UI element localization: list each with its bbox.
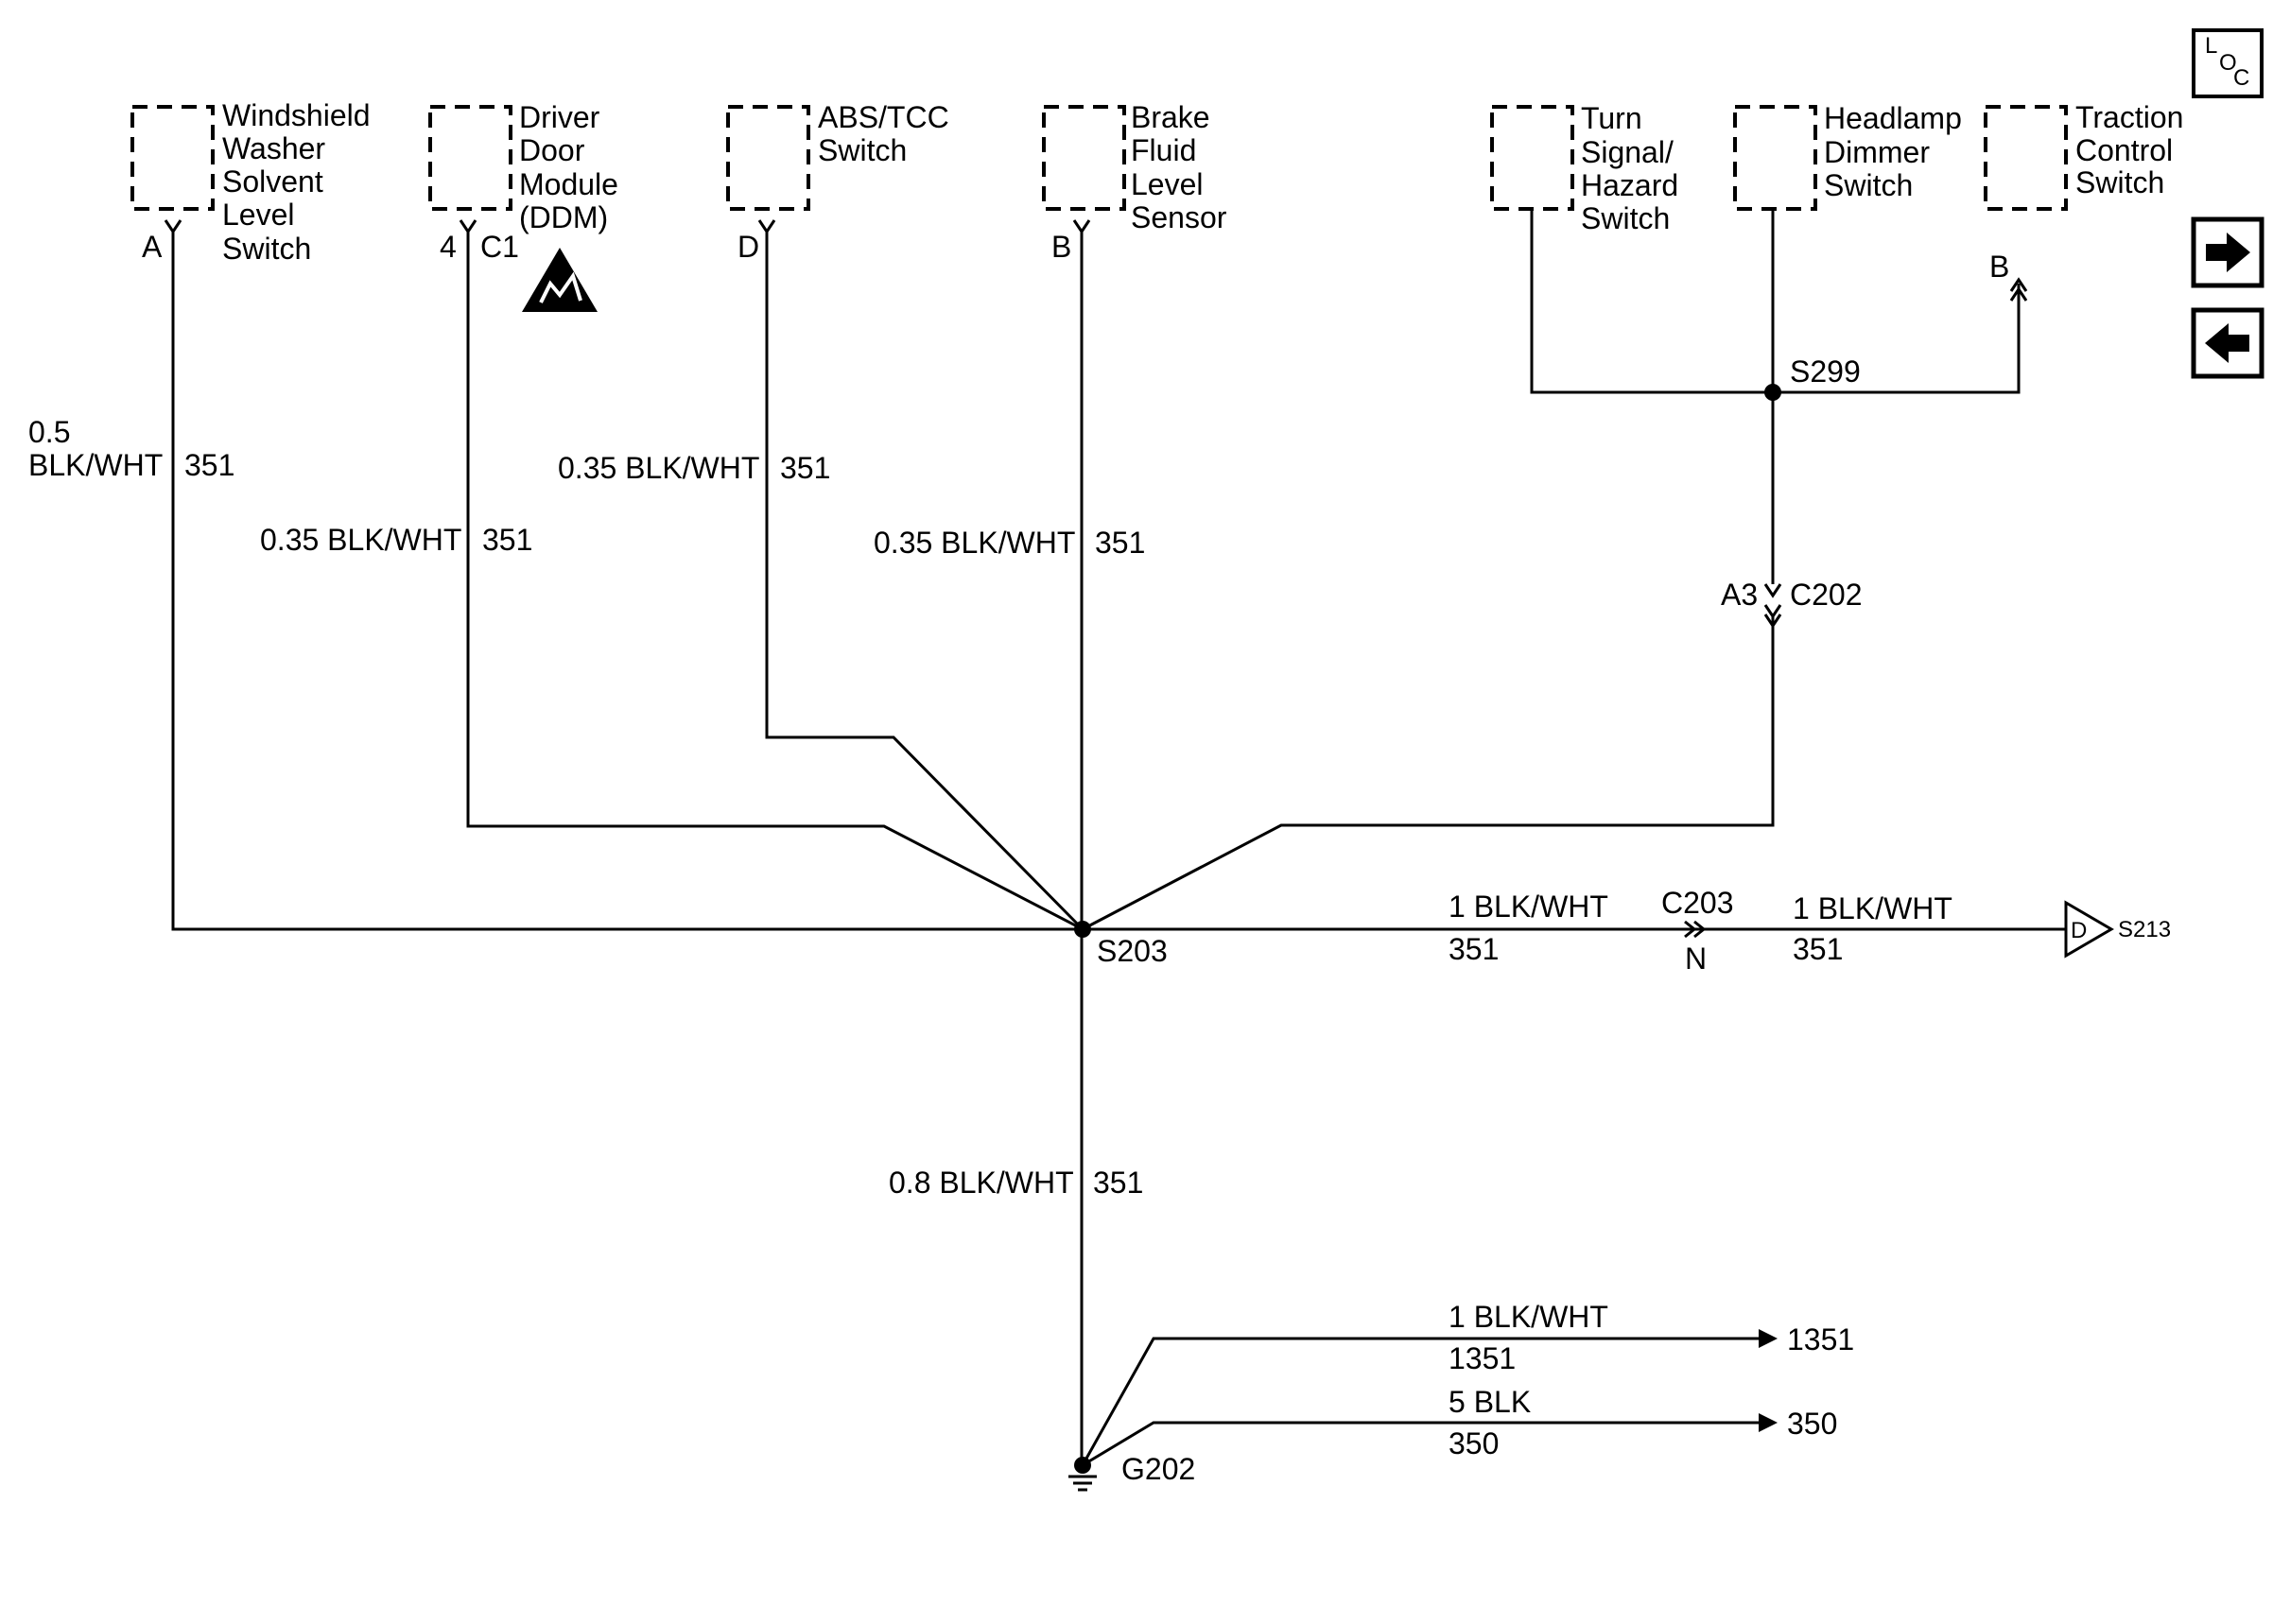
svg-text:(DDM): (DDM) [519,200,608,234]
svg-text:Windshield: Windshield [222,98,371,132]
svg-text:Module: Module [519,167,618,201]
svg-text:Washer: Washer [222,131,325,165]
ground-icon [1068,1457,1097,1492]
wire-washer-circuit: 351 [184,448,234,482]
label-c203: C203 [1661,886,1734,920]
svg-text:Solvent: Solvent [222,164,323,199]
splice-s299 [1764,384,1781,401]
label-s299: S299 [1790,354,1861,389]
traction-terminal-mark [2009,277,2028,302]
component-traction-control-switch: Traction Control Switch [1984,100,2183,211]
c202-connector [1763,583,1782,629]
location-button[interactable]: L O C [2192,28,2264,98]
pin-traction: B [1989,250,2009,284]
pin-ddm: 4 [440,230,457,264]
svg-text:Door: Door [519,133,585,167]
terminal-marks [164,219,1091,234]
wire-g1-spec: 1 BLK/WHT [1449,1300,1608,1334]
svg-text:Level: Level [1131,167,1204,201]
svg-text:O: O [2219,50,2237,76]
wire-brake-circuit: 351 [1095,526,1145,560]
right-arrow-icon [2206,233,2250,272]
svg-text:L: L [2205,33,2217,59]
svg-text:Switch: Switch [2075,165,2164,199]
s213-offpage-marker: D [2064,900,2114,959]
esd-warning-icon [522,248,598,312]
pin-c202: A3 [1721,578,1758,612]
svg-text:Turn: Turn [1581,101,1642,135]
c203-connector [1684,920,1707,939]
next-page-button[interactable] [2191,216,2264,288]
svg-text:Switch: Switch [222,232,311,266]
svg-text:Signal/: Signal/ [1581,135,1674,169]
pin-washer: A [142,230,163,264]
wire-g2-circuit: 350 [1449,1426,1499,1460]
wire-abs-spec: 0.35 BLK/WHT [558,451,759,485]
label-s213: S213 [2118,917,2171,942]
svg-text:Level: Level [222,198,295,232]
svg-text:Control: Control [2075,133,2173,167]
svg-text:C: C [2233,65,2249,91]
svg-text:ABS/TCC: ABS/TCC [818,100,949,134]
splice-s203 [1074,921,1091,938]
label-g202: G202 [1121,1452,1195,1486]
left-arrow-icon [2205,323,2249,363]
component-windshield-washer: Windshield Washer Solvent Level Switch [130,98,371,266]
pin-abs: D [737,230,759,264]
pin-brake: B [1051,230,1071,264]
svg-text:Hazard: Hazard [1581,168,1678,202]
arrow-350 [1759,1413,1778,1432]
svg-text:Dimmer: Dimmer [1824,135,1930,169]
wire-right2-circuit: 351 [1793,932,1843,966]
dest-350: 350 [1787,1407,1837,1441]
svg-text:D: D [2071,918,2087,943]
svg-text:Sensor: Sensor [1131,200,1227,234]
wire-g2-spec: 5 BLK [1449,1385,1531,1419]
wires [171,209,2066,1467]
wire-g1-circuit: 1351 [1449,1341,1516,1375]
component-turn-signal-switch: Turn Signal/ Hazard Switch [1490,101,1678,235]
pin-c203: N [1685,942,1707,976]
wire-right1-spec: 1 BLK/WHT [1449,890,1608,924]
wire-right2-spec: 1 BLK/WHT [1793,891,1952,925]
svg-text:Driver: Driver [519,100,600,134]
component-brake-fluid-sensor: Brake Fluid Level Sensor [1042,100,1227,234]
wire-abs-circuit: 351 [780,451,830,485]
wire-ground-spec: 0.8 BLK/WHT [889,1166,1074,1200]
arrow-1351 [1759,1329,1778,1348]
svg-text:Traction: Traction [2075,100,2183,134]
svg-text:Switch: Switch [818,133,907,167]
svg-text:Brake: Brake [1131,100,1210,134]
svg-text:Switch: Switch [1581,201,1670,235]
wire-ddm-circuit: 351 [482,523,532,557]
dest-1351: 1351 [1787,1322,1854,1356]
wire-washer-color: BLK/WHT [28,448,163,482]
label-s203: S203 [1097,934,1168,968]
wire-washer-size: 0.5 [28,415,70,449]
wire-brake-spec: 0.35 BLK/WHT [874,526,1075,560]
component-headlamp-dimmer-switch: Headlamp Dimmer Switch [1733,101,1962,211]
component-abs-tcc-switch: ABS/TCC Switch [726,100,949,211]
wire-ground-circuit: 351 [1093,1166,1143,1200]
connector-ddm: C1 [480,230,519,264]
label-c202: C202 [1790,578,1863,612]
prev-page-button[interactable] [2191,307,2264,379]
wire-ddm-spec: 0.35 BLK/WHT [260,523,461,557]
svg-text:Fluid: Fluid [1131,133,1196,167]
svg-text:Switch: Switch [1824,168,1913,202]
component-driver-door-module: Driver Door Module (DDM) [428,100,618,234]
svg-text:Headlamp: Headlamp [1824,101,1962,135]
wire-right1-circuit: 351 [1449,932,1499,966]
